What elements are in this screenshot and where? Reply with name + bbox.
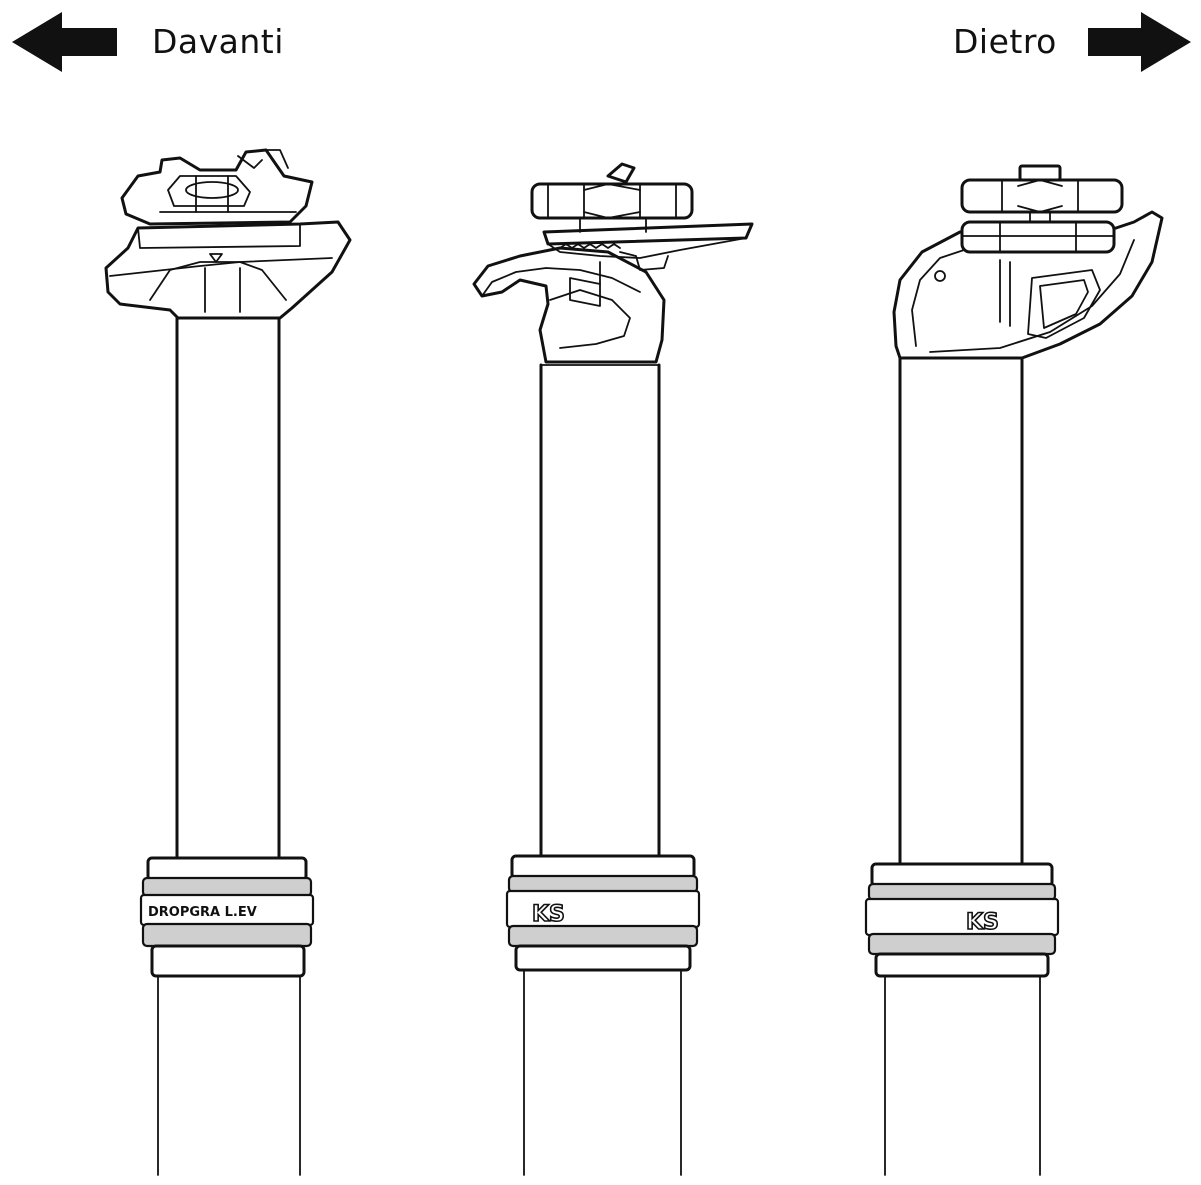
seatpost-right: KS (864, 164, 1164, 1176)
seatpost-head-middle (472, 162, 754, 364)
collar-middle: KS (505, 854, 701, 972)
collar-right-text: KS (966, 910, 999, 935)
seatpost-head-right (892, 164, 1164, 360)
seatpost-head-left (104, 148, 352, 320)
seatpost-middle: KS (472, 162, 754, 1176)
seatpost-left: DROPGRA L.EV (104, 148, 352, 1176)
collar-left: DROPGRA L.EV (139, 856, 315, 978)
front-label: Davanti (152, 22, 284, 61)
collar-right: KS (864, 862, 1060, 978)
collar-middle-text: KS (532, 902, 565, 927)
collar-left-text: DROPGRA L.EV (148, 905, 257, 920)
rear-label: Dietro (953, 22, 1057, 61)
arrow-left-icon (12, 12, 117, 72)
arrow-right-icon (1088, 12, 1191, 72)
